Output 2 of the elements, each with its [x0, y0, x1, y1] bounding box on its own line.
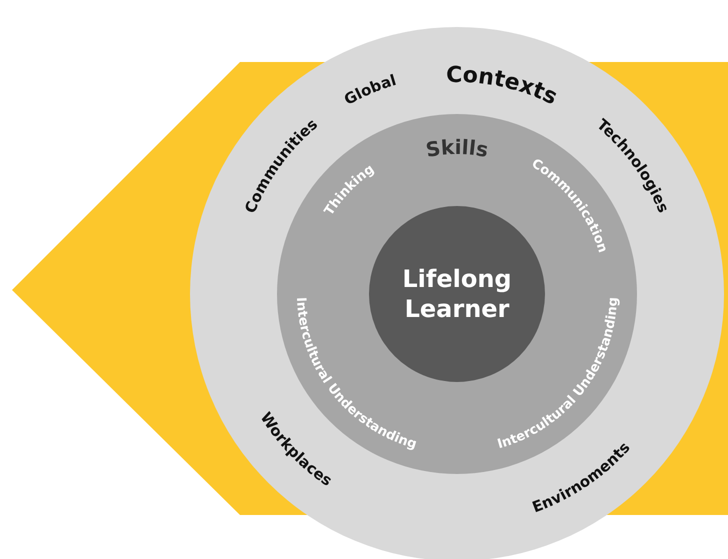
center-label: Lifelong Learner	[401, 264, 513, 324]
ring-heading: Skills	[424, 134, 490, 162]
